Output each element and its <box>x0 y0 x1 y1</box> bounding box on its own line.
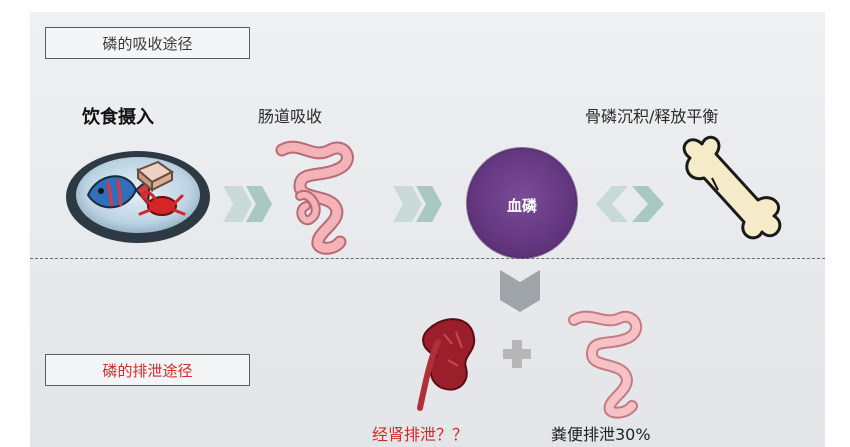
food-plate-icon <box>66 151 210 243</box>
intestine-absorption-label: 肠道吸收 <box>258 107 323 126</box>
fish-icon <box>86 175 152 209</box>
bread-icon <box>136 160 174 193</box>
intestine-excretion-icon <box>568 310 643 419</box>
blood-phosphorus-label: 血磷 <box>506 197 537 215</box>
blood-phosphorus-circle <box>466 147 578 259</box>
section-divider <box>30 258 825 259</box>
crab-icon <box>138 190 186 216</box>
arrow-bidirectional-icon <box>596 186 664 222</box>
intestine-icon <box>275 140 354 255</box>
plus-icon <box>503 340 531 368</box>
absorption-section-title: 磷的吸收途径 <box>45 27 250 59</box>
excretion-section-title: 磷的排泄途径 <box>45 354 250 386</box>
bone-balance-label: 骨磷沉积/释放平衡 <box>585 107 719 126</box>
kidney-excretion-label: 经肾排泄？？ <box>372 425 469 444</box>
diet-intake-label: 饮食摄入 <box>82 107 154 128</box>
kidney-icon <box>417 318 476 411</box>
bone-icon <box>682 135 782 240</box>
arrow-gut-to-blood-icon <box>393 186 442 222</box>
down-arrow-icon <box>500 270 540 312</box>
feces-excretion-label: 粪便排泄30% <box>551 425 651 444</box>
arrow-diet-to-gut-icon <box>223 186 272 222</box>
